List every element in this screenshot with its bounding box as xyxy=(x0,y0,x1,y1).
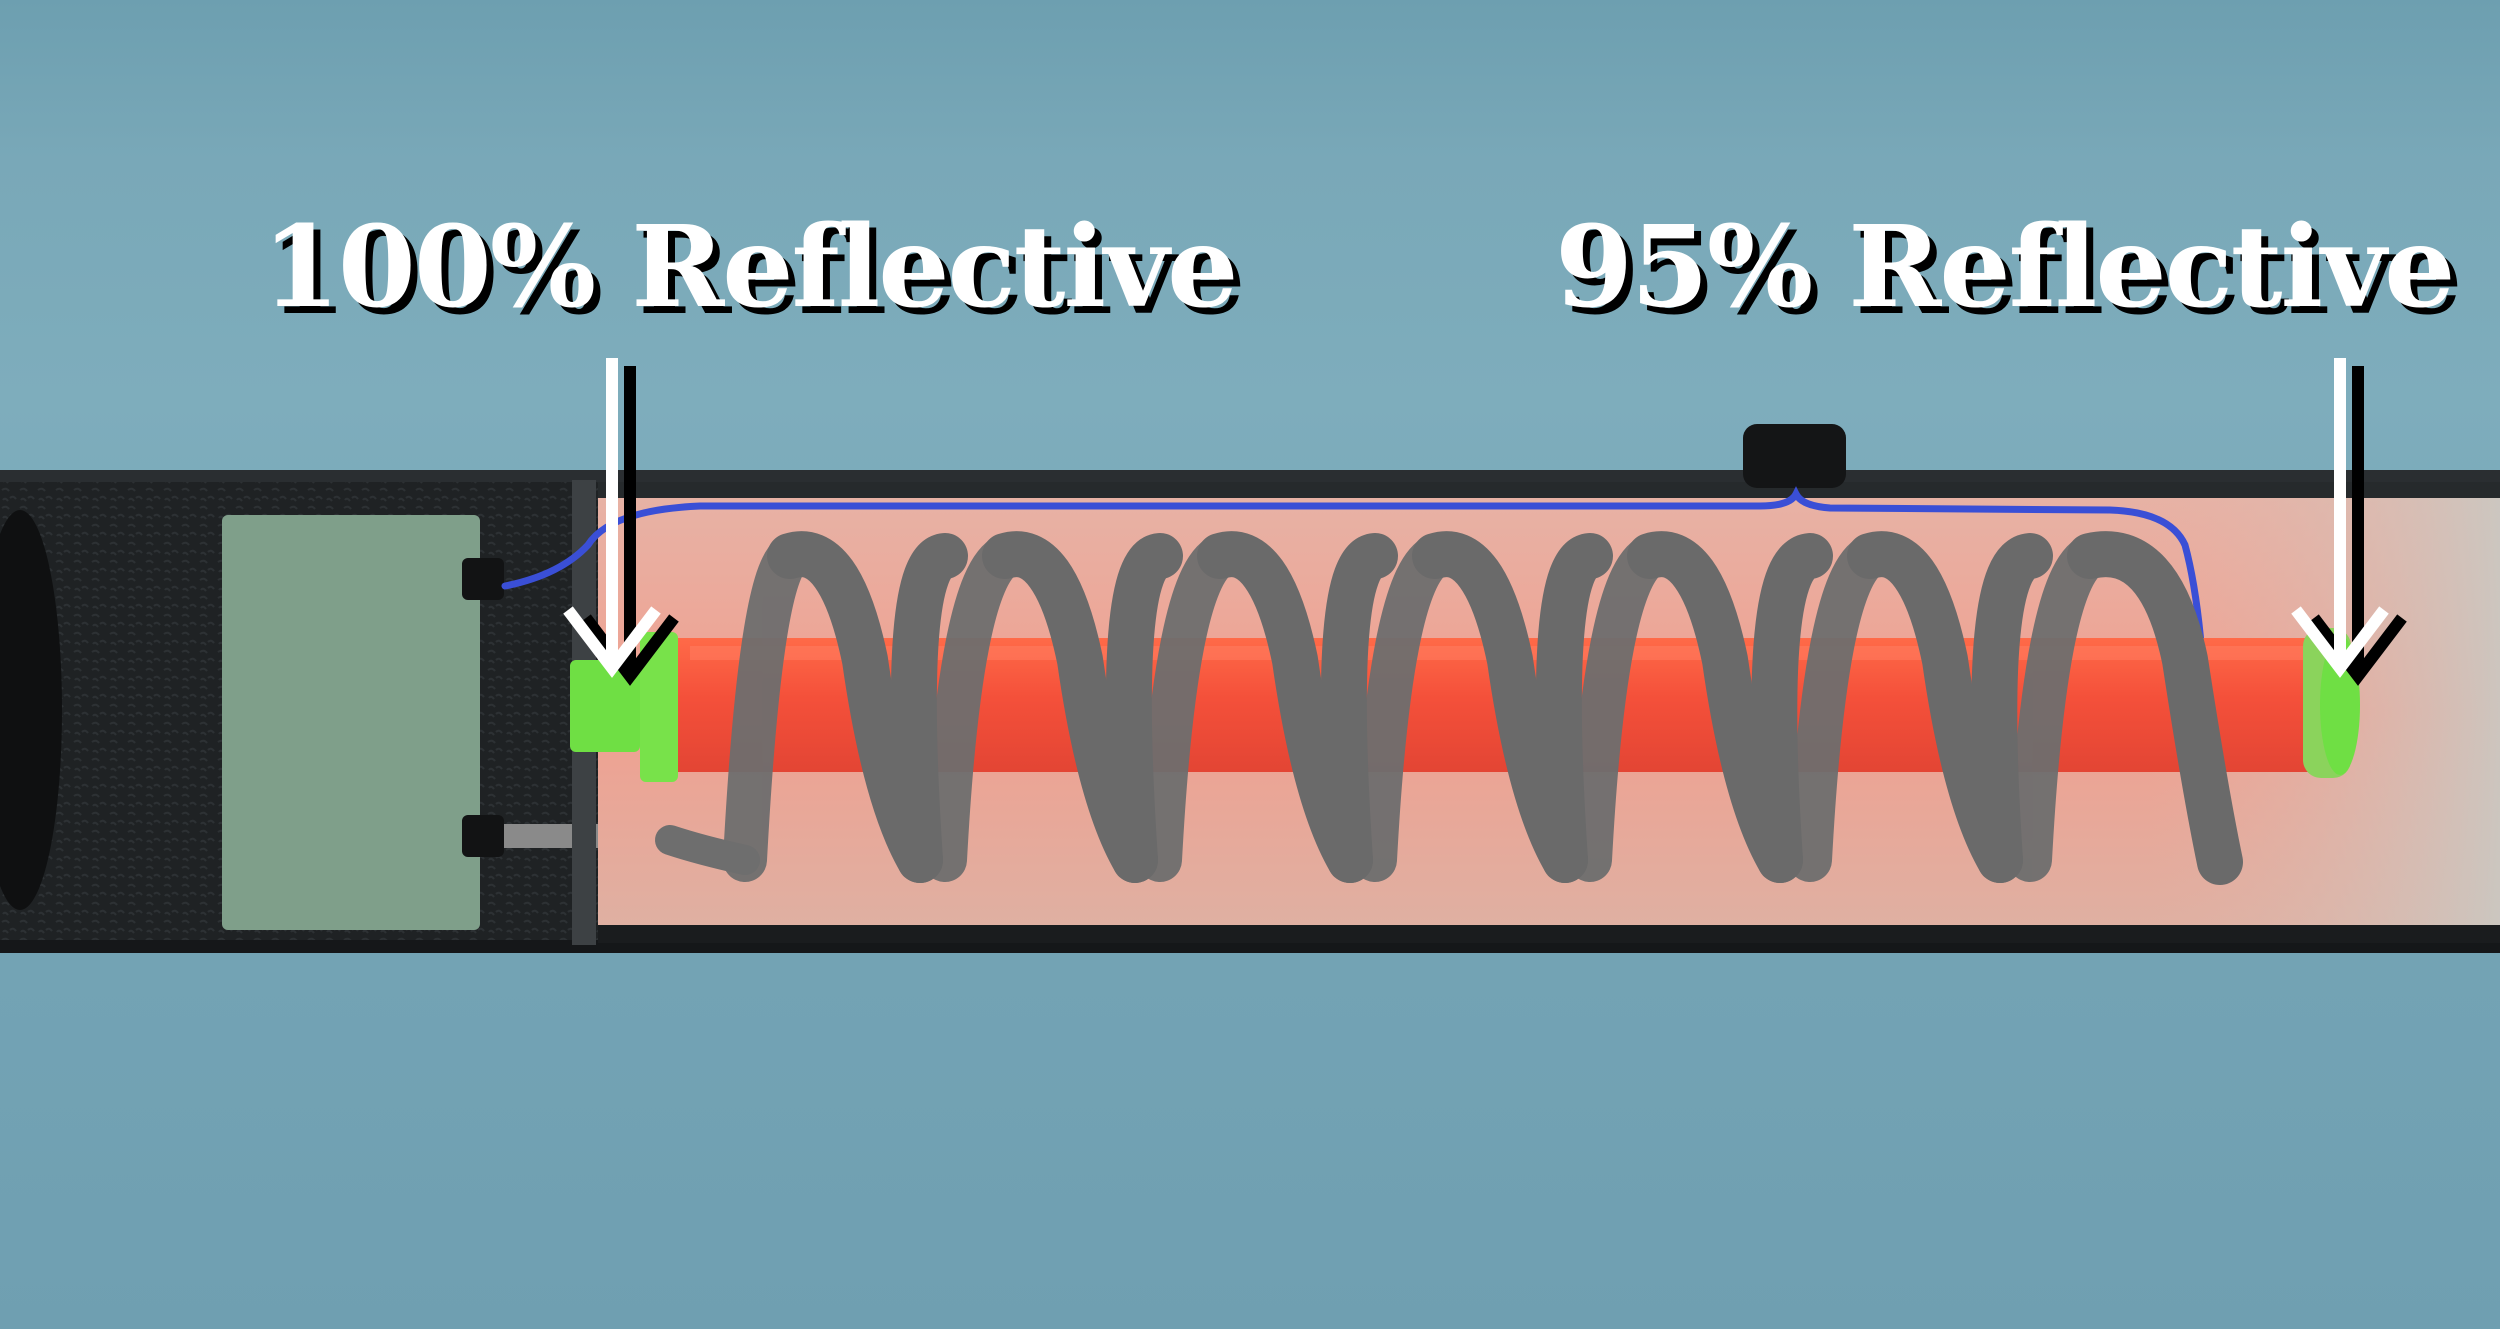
label-100-reflective: 100% Reflective xyxy=(262,202,1238,333)
flash-tube-coil-front xyxy=(767,531,2243,885)
connector-top xyxy=(462,558,504,600)
power-supply-block xyxy=(222,515,480,930)
housing-top-edge xyxy=(0,470,2500,482)
cavity-top-wall xyxy=(598,482,2500,498)
rear-mirror-100 xyxy=(570,660,640,752)
connector-bottom xyxy=(462,815,504,857)
trigger-terminal xyxy=(1743,424,1846,488)
coil-lead-left xyxy=(655,825,760,875)
cavity-bottom-wall xyxy=(598,925,2500,943)
label-95-reflective: 95% Reflective xyxy=(1555,202,2455,333)
rear-lens xyxy=(0,510,62,910)
housing-bottom-edge xyxy=(0,940,2500,953)
arrow-right xyxy=(2291,358,2407,686)
rear-mirror-100-flange xyxy=(640,632,678,782)
arrow-left xyxy=(563,358,679,686)
